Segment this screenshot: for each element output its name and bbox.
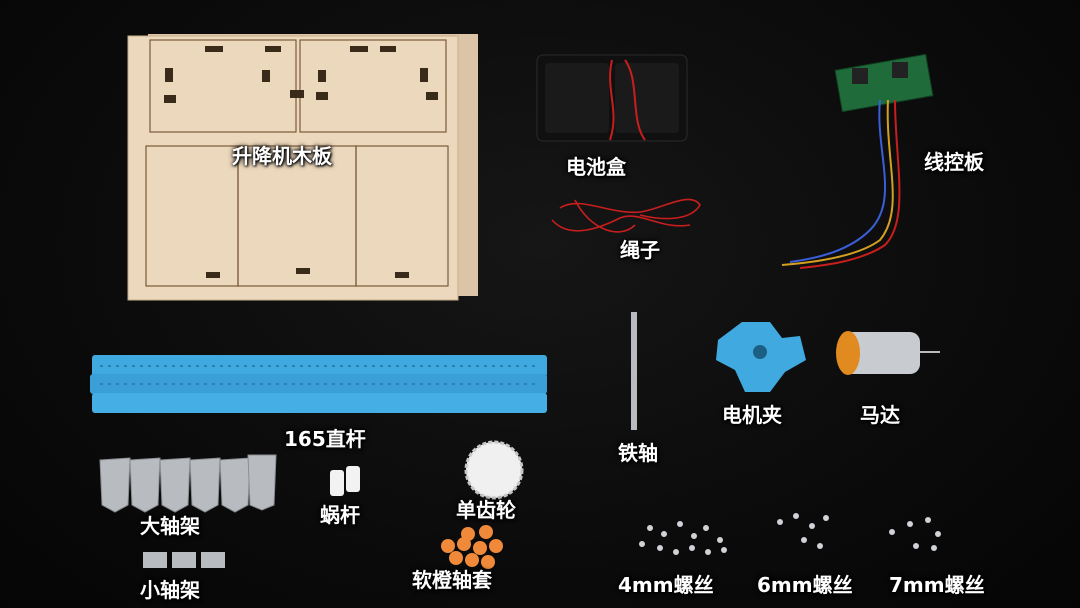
motor-clip [716, 322, 806, 392]
small-brackets [143, 552, 225, 568]
label-worm: 蜗杆 [320, 503, 360, 527]
label-rod: 165直杆 [284, 427, 366, 451]
label-big-bracket: 大轴架 [140, 514, 200, 538]
label-iron-shaft: 铁轴 [618, 441, 658, 465]
wood-board [127, 34, 478, 301]
label-screw-7mm: 7mm螺丝 [889, 573, 985, 597]
label-motor: 马达 [860, 403, 900, 427]
label-wood-board: 升降机木板 [232, 144, 332, 168]
label-battery-box: 电池盒 [566, 155, 626, 179]
worm-gears [330, 466, 360, 496]
label-screw-6mm: 6mm螺丝 [757, 573, 853, 597]
motor [836, 331, 940, 375]
screws-6mm [777, 513, 829, 549]
blue-rods [90, 355, 547, 413]
label-rope: 绳子 [620, 238, 660, 262]
label-screw-4mm: 4mm螺丝 [618, 573, 714, 597]
label-small-bracket: 小轴架 [140, 578, 200, 602]
iron-shaft [631, 312, 637, 430]
big-brackets [99, 454, 277, 513]
orange-sleeves [441, 525, 503, 569]
battery-box [536, 54, 688, 142]
label-control-board: 线控板 [924, 150, 984, 174]
control-board [781, 53, 934, 269]
label-rubber-sleeve: 软橙轴套 [412, 568, 492, 592]
single-gear [464, 440, 524, 500]
label-motor-clip: 电机夹 [722, 403, 782, 427]
red-rope [551, 198, 701, 233]
screws-7mm [889, 517, 941, 551]
label-single-gear: 单齿轮 [456, 498, 516, 522]
screws-4mm [639, 521, 727, 555]
